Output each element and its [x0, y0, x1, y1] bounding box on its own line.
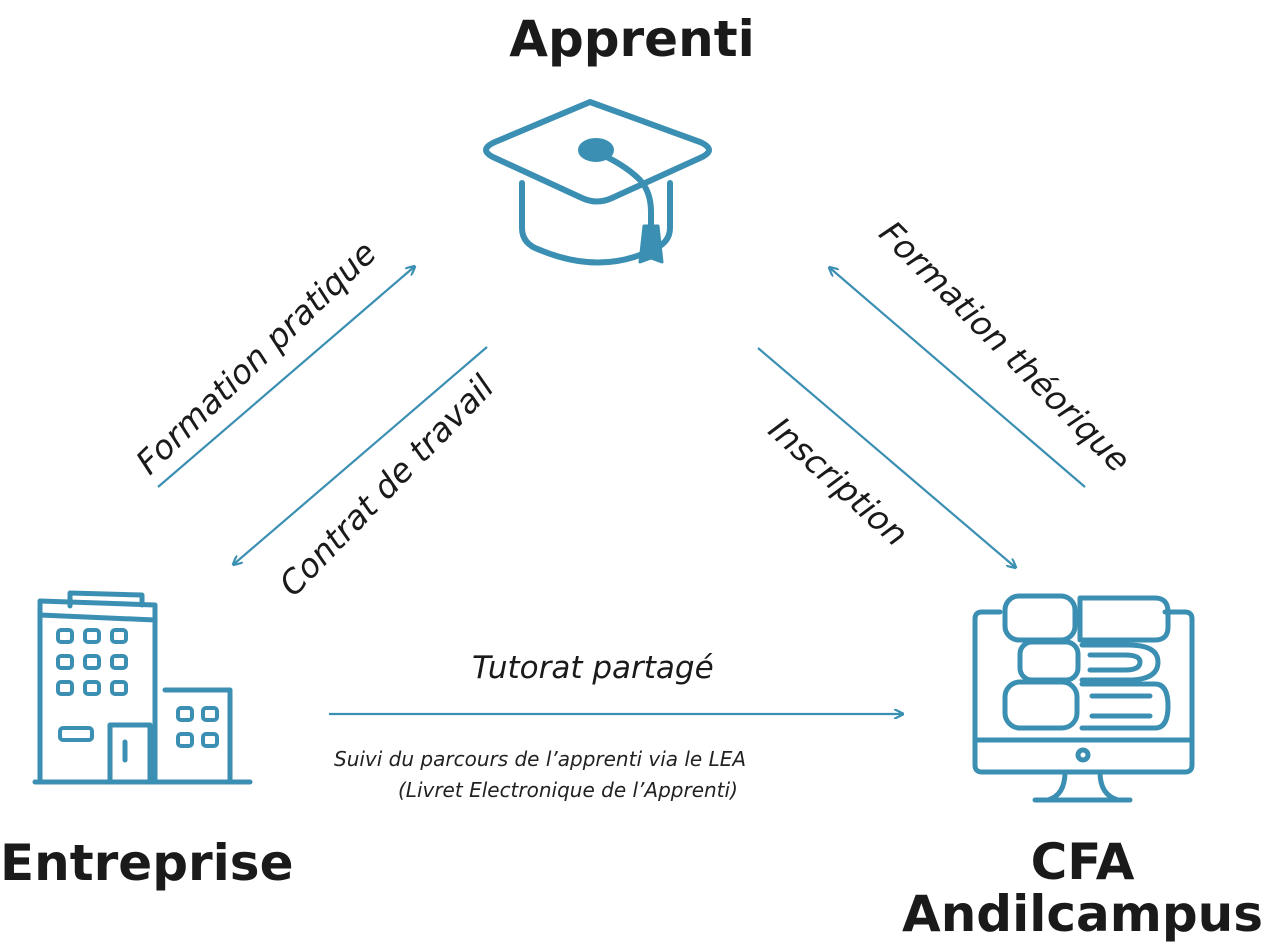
node-title-entreprise: Entreprise: [0, 834, 294, 892]
note-line-1: Suivi du parcours de l’apprenti via le L…: [334, 747, 747, 771]
node-title-cfa: CFA Andilcampus: [900, 836, 1265, 940]
arrow-formation-pratique: [157, 267, 414, 488]
arrow-formation-theorique: [830, 268, 1086, 488]
note-line-2: (Livret Electronique de l’Apprenti): [398, 778, 738, 802]
node-title-cfa-line1: CFA: [1030, 833, 1135, 891]
office-building-icon: [32, 590, 253, 785]
node-title-cfa-line2: Andilcampus: [902, 885, 1263, 943]
books-monitor-icon: [972, 593, 1195, 803]
arrow-contrat-de-travail: [234, 346, 488, 564]
arrow-inscription: [757, 347, 1015, 567]
label-tutorat-partage: Tutorat partagé: [472, 650, 714, 686]
graduation-cap-icon: [483, 99, 712, 266]
node-title-apprenti: Apprenti: [509, 10, 755, 68]
